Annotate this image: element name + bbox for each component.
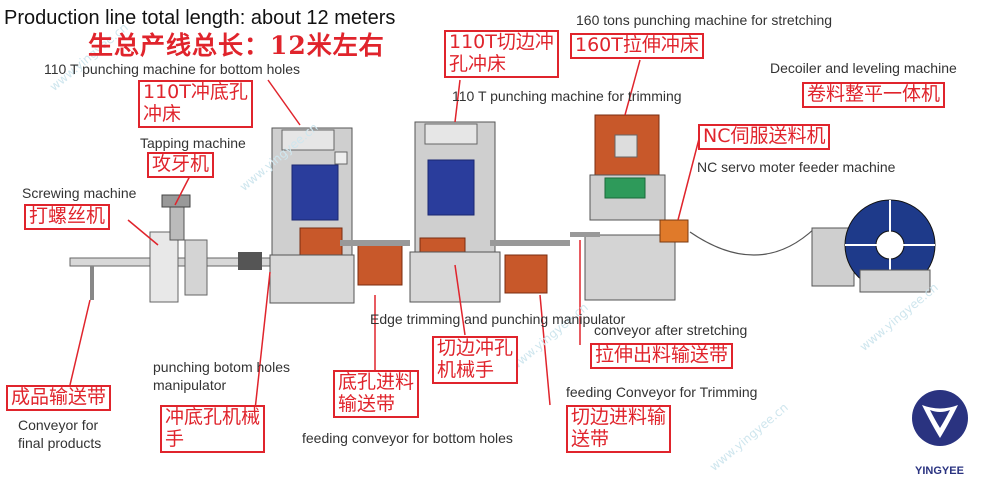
decoiler-en: Decoiler and leveling machine — [770, 60, 957, 76]
servo-feeder — [659, 219, 816, 256]
edge-manip-cn: 切边冲孔 机械手 — [432, 336, 519, 384]
trim-feed-cn: 切边进料输 送带 — [566, 405, 672, 453]
bottom-feed-conveyor — [340, 240, 410, 286]
bottom-feed-en: feeding conveyor for bottom holes — [302, 430, 513, 446]
screwing-en: Screwing machine — [22, 185, 137, 201]
leader-lines — [69, 59, 701, 411]
trim-feed-conveyor — [490, 240, 570, 294]
title-en: Production line total length: about 12 m… — [4, 7, 396, 29]
trimming-press — [409, 121, 501, 303]
servo-en: NC servo moter feeder machine — [697, 159, 896, 175]
trim-feed-en: feeding Conveyor for Trimming — [566, 384, 758, 400]
bottom-hole-press — [269, 127, 355, 304]
bottom-manip-en: punching botom holes manipulator — [153, 359, 290, 394]
edge-manip-en: Edge trimming and punching manipulator — [370, 311, 626, 327]
conv-stretch-cn: 拉伸出料输送带 — [590, 343, 734, 369]
decoiler-cn: 卷料整平一体机 — [802, 82, 946, 108]
stretching-press — [570, 114, 676, 301]
tapping-cn: 攻牙机 — [147, 152, 215, 178]
stretch-cn: 160T拉伸冲床 — [570, 33, 704, 59]
punch-bottom-cn: 110T冲底孔 冲床 — [138, 80, 253, 128]
yingyee-logo — [912, 390, 968, 446]
punch-bottom-en: 110 T punching machine for bottom holes — [44, 61, 301, 77]
brand-name: YINGYEE — [915, 465, 964, 477]
trim-cn: 110T切边冲 孔冲床 — [444, 30, 559, 78]
screwing-machine — [69, 194, 276, 303]
final-cn: 成品输送带 — [6, 385, 112, 411]
final-en: Conveyor for final products — [18, 417, 102, 452]
bottom-manip-cn: 冲底孔机械 手 — [160, 405, 266, 453]
screwing-cn: 打螺丝机 — [24, 204, 111, 230]
bottom-feed-cn: 底孔进料 输送带 — [333, 370, 420, 418]
decoiler — [811, 199, 936, 293]
tapping-en: Tapping machine — [140, 135, 246, 151]
title-cn: 生总产线总长：12米左右 — [88, 31, 385, 60]
trim-en: 110 T punching machine for trimming — [452, 88, 682, 104]
stretch-en: 160 tons punching machine for stretching — [576, 12, 833, 28]
servo-cn: NC伺服送料机 — [698, 124, 831, 150]
conv-stretch-en: conveyor after stretching — [594, 322, 748, 338]
